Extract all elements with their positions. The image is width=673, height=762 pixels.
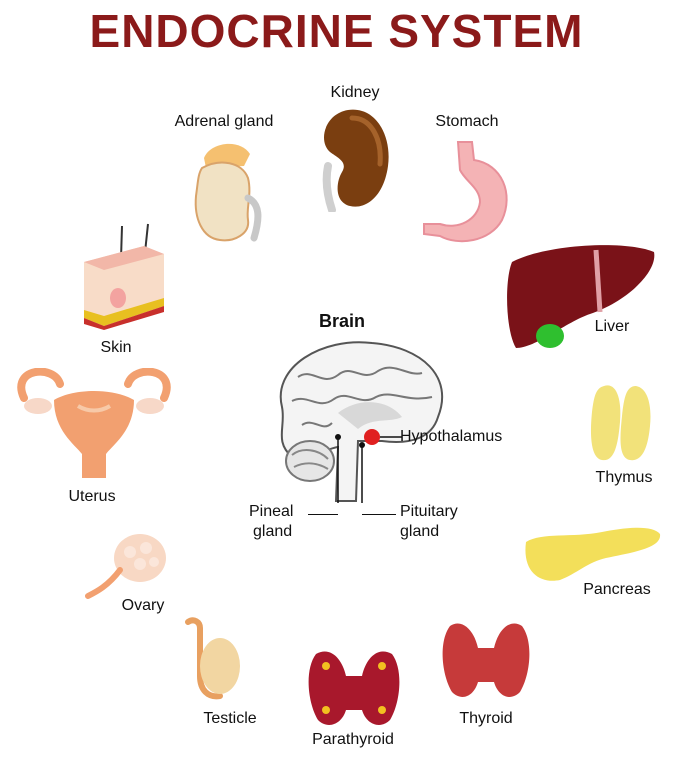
kidney-label: Kidney (330, 84, 380, 101)
thymus-label: Thymus (595, 469, 653, 486)
pineal-leader-line (308, 514, 338, 515)
pineal-label-line1: Pineal (249, 503, 294, 520)
adrenal-gland-image (190, 138, 270, 246)
testicle-label: Testicle (203, 710, 257, 727)
testicle-image (184, 616, 246, 700)
skin-image (84, 222, 164, 330)
pituitary-leader-line (362, 514, 396, 515)
stomach-label: Stomach (435, 113, 499, 130)
brain-image (262, 337, 458, 503)
pancreas-image (522, 522, 662, 584)
thymus-image (590, 382, 652, 464)
ovary-label: Ovary (121, 597, 165, 614)
pituitary-label-line2: gland (400, 523, 440, 540)
pineal-label-line2: gland (253, 523, 293, 540)
skin-label: Skin (100, 339, 132, 356)
uterus-image (14, 368, 174, 480)
hypothalamus-label: Hypothalamus (400, 428, 503, 445)
stomach-image (418, 138, 514, 246)
liver-label: Liver (594, 318, 630, 335)
pancreas-label: Pancreas (583, 581, 651, 598)
thyroid-label: Thyroid (459, 710, 513, 727)
pituitary-label-line1: Pituitary (400, 503, 458, 520)
page-title: ENDOCRINE SYSTEM (89, 5, 584, 57)
liver-image (506, 242, 658, 352)
thyroid-image (440, 618, 532, 700)
parathyroid-image (306, 646, 402, 728)
ovary-image (84, 530, 170, 602)
brain-title: Brain (318, 311, 366, 331)
parathyroid-label: Parathyroid (312, 731, 394, 748)
uterus-label: Uterus (68, 488, 116, 505)
kidney-image (318, 106, 394, 212)
adrenal-label: Adrenal gland (174, 113, 274, 130)
